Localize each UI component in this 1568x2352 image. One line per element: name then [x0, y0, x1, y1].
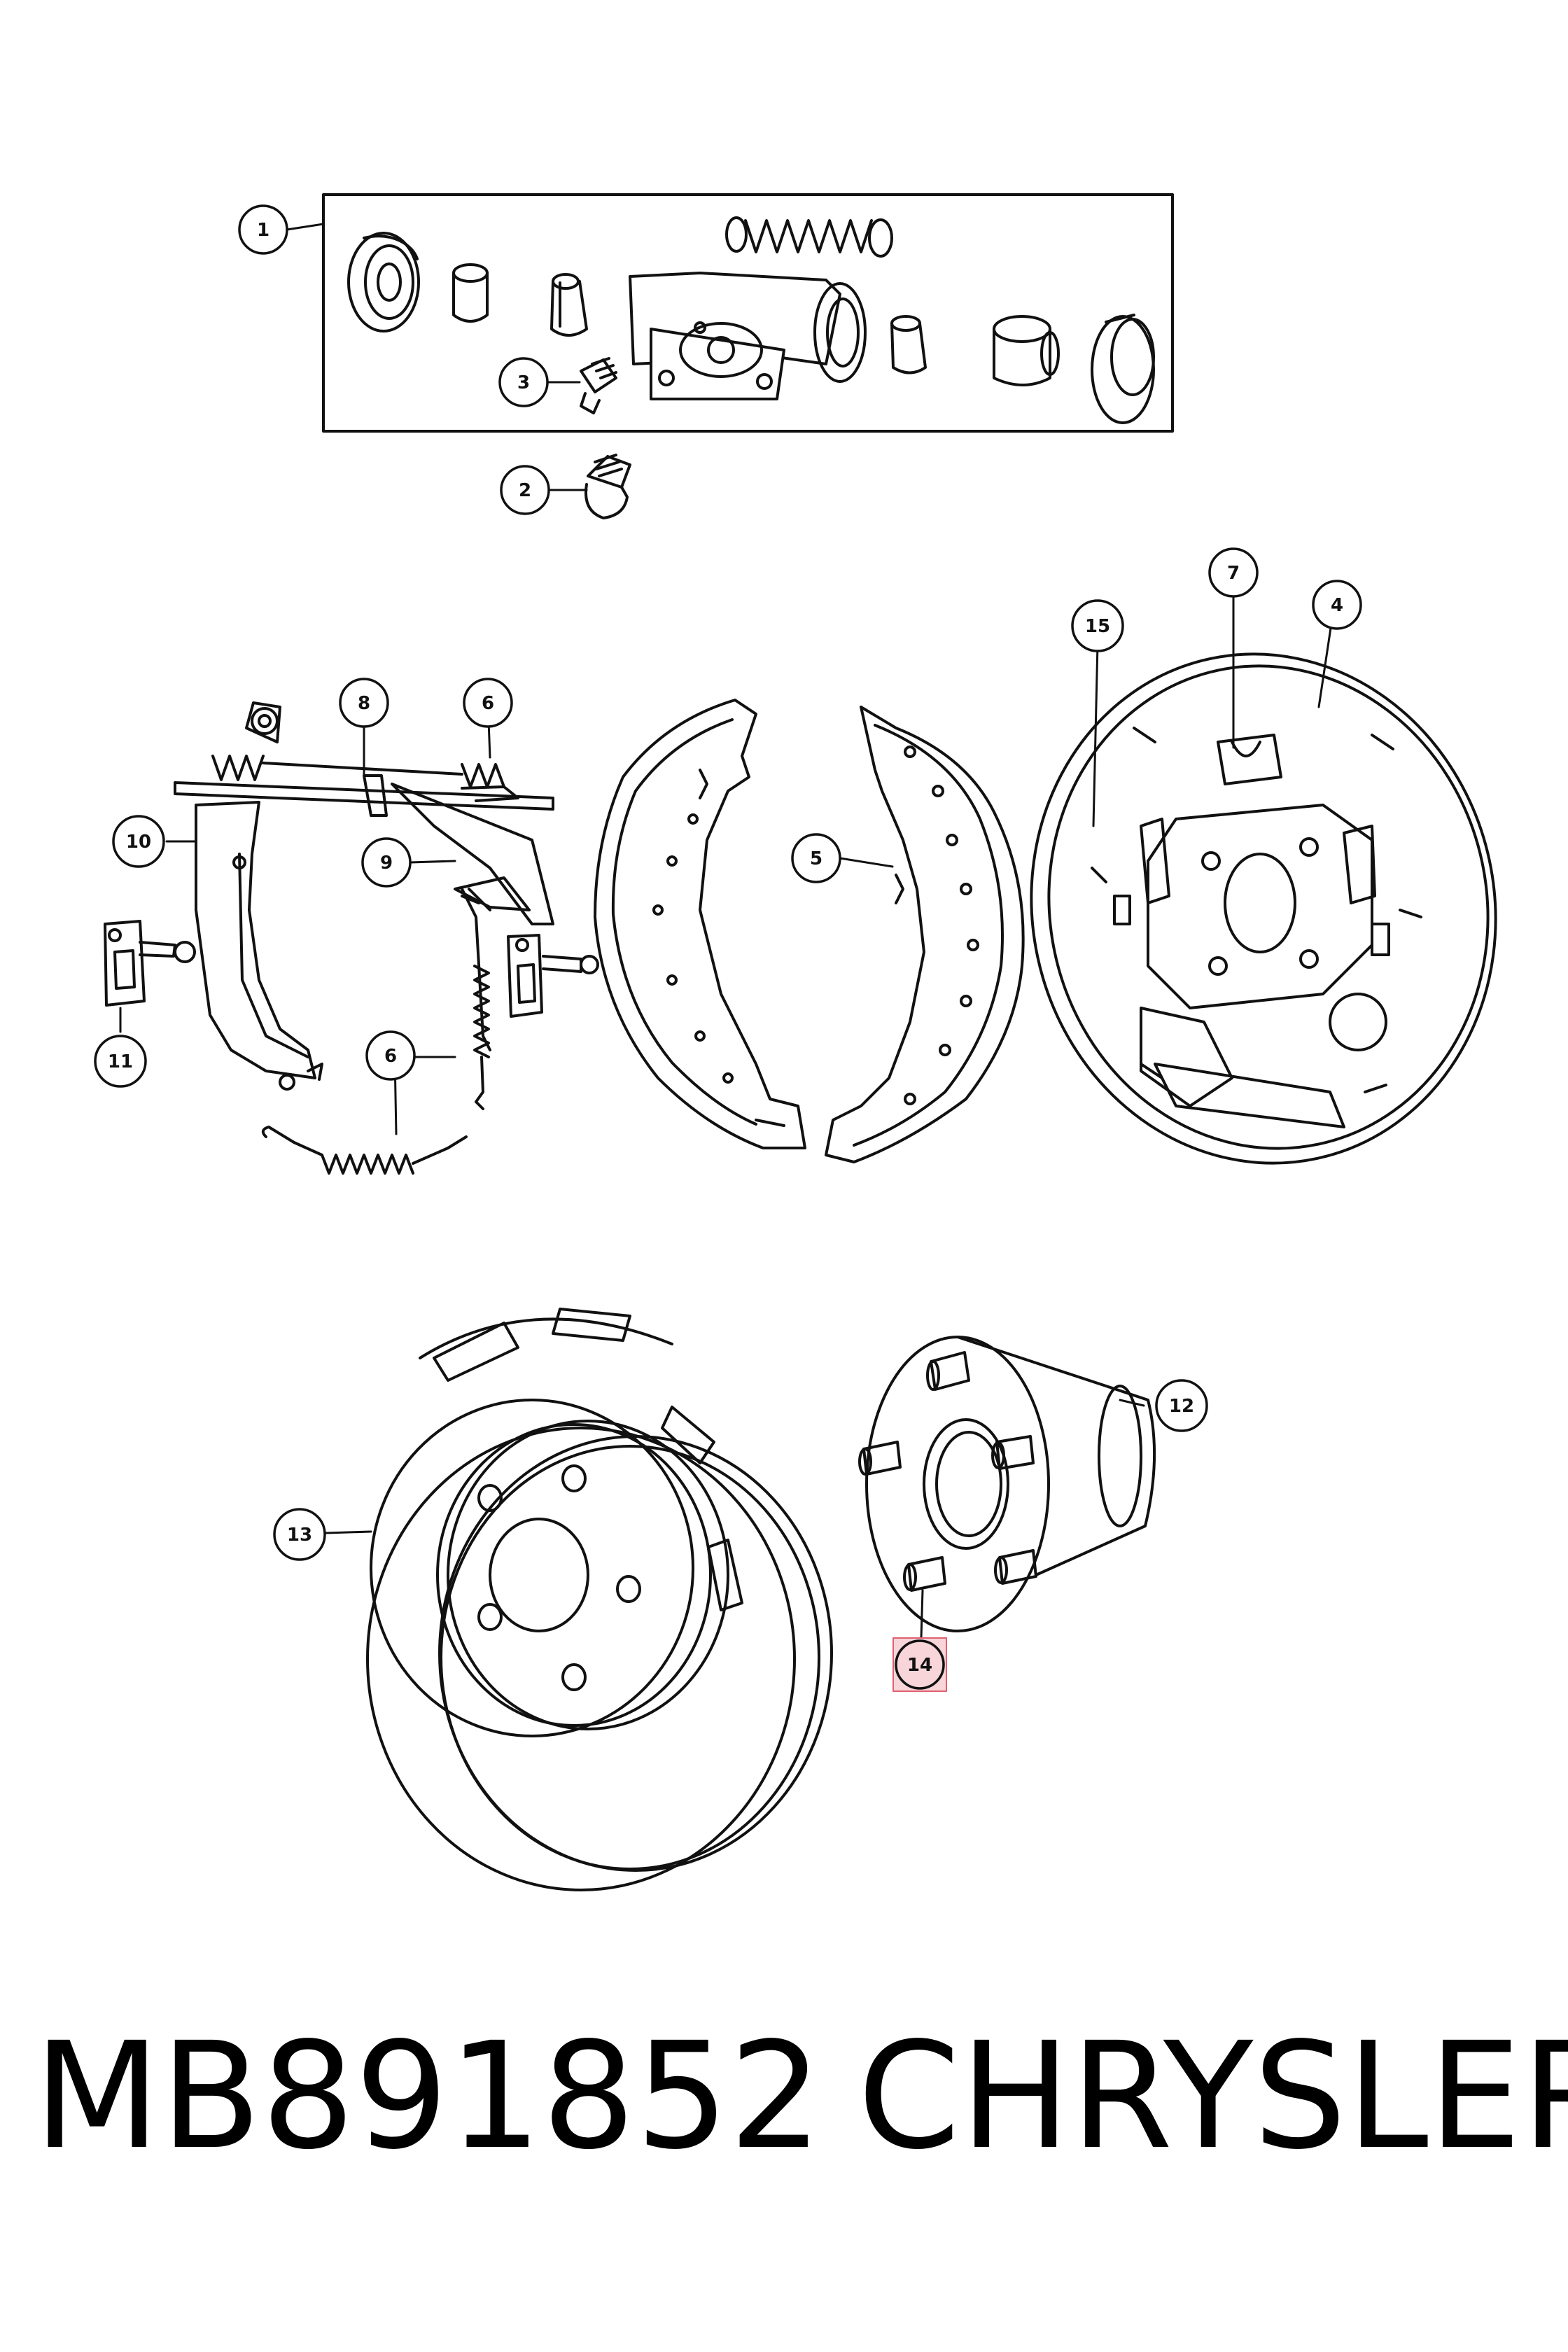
- bleeder-screw: [580, 357, 617, 414]
- dust-boot-right: [1091, 314, 1155, 424]
- callout-7: 7: [1208, 547, 1259, 598]
- callout-label: 6: [482, 693, 494, 714]
- callout-label: 15: [1085, 616, 1110, 637]
- callout-1: 1: [238, 204, 288, 255]
- callout-label: 4: [1331, 595, 1343, 616]
- brake-shoe-left: [594, 699, 806, 1149]
- callout-label: 6: [384, 1046, 397, 1067]
- callout-4: 4: [1312, 580, 1362, 630]
- piston-right: [993, 315, 1060, 386]
- mounting-bolt: [584, 454, 631, 519]
- callout-label: 12: [1169, 1396, 1194, 1417]
- callout-10: 10: [112, 815, 165, 868]
- wheel-cylinder-box: [322, 193, 1174, 433]
- callout-14-highlighted: 14: [892, 1637, 947, 1692]
- callout-label: 7: [1227, 563, 1240, 584]
- callout-13: 13: [273, 1508, 326, 1561]
- cup-seal-right: [890, 315, 927, 374]
- piston-left: [452, 263, 489, 323]
- brand-name: CHRYSLER: [858, 2010, 1568, 2182]
- callout-12: 12: [1155, 1379, 1208, 1432]
- callout-6-upper: 6: [463, 678, 513, 728]
- part-number: MB891852: [34, 2010, 822, 2182]
- dust-boot-left: [347, 232, 420, 332]
- leader-lines: [119, 223, 1336, 1639]
- callout-label: 5: [810, 848, 822, 869]
- callout-label: 9: [380, 853, 393, 874]
- cylinder-body: [629, 272, 867, 400]
- callout-11: 11: [94, 1035, 147, 1088]
- callout-9: 9: [361, 837, 412, 888]
- callout-label: 3: [517, 372, 530, 393]
- callout-5: 5: [791, 833, 841, 883]
- callout-6-lower: 6: [365, 1030, 416, 1081]
- wheel-cylinder-group: [322, 193, 1174, 433]
- parking-brake-hardware: [104, 701, 599, 1175]
- callout-label: 14: [907, 1655, 932, 1676]
- cup-seal-left: [550, 273, 588, 337]
- brake-shoe-right: [825, 706, 1025, 1163]
- wheel-studs: [858, 1351, 1037, 1592]
- callout-label: 2: [519, 480, 531, 501]
- callout-2: 2: [500, 465, 550, 515]
- callout-label: 11: [108, 1051, 133, 1072]
- callout-label: 10: [126, 832, 151, 853]
- callout-label: 13: [287, 1525, 312, 1546]
- callout-3: 3: [498, 357, 549, 407]
- brake-drum: [366, 1308, 833, 1891]
- backing-plate: [1030, 652, 1497, 1165]
- wheel-hub: [865, 1336, 1156, 1632]
- callout-label: 1: [257, 220, 270, 241]
- return-spring: [725, 216, 893, 258]
- callout-8: 8: [339, 678, 389, 728]
- callout-15: 15: [1071, 599, 1124, 652]
- callout-label: 8: [358, 693, 370, 714]
